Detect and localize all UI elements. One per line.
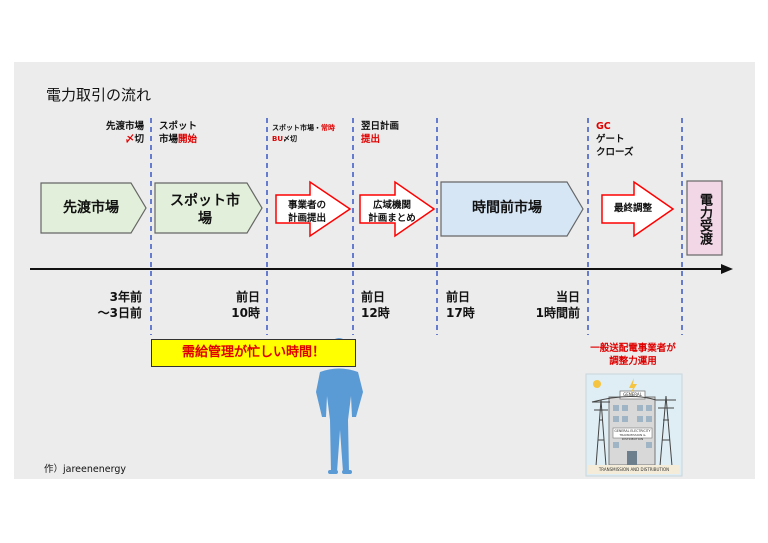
spot-start-label: スポット 市場開始 bbox=[159, 121, 198, 145]
final-adjust-arrow bbox=[601, 180, 675, 238]
tso-illustration bbox=[585, 373, 683, 477]
time-divider-lines bbox=[150, 118, 683, 335]
stage-intraday-market: 時間前市場 bbox=[472, 200, 542, 216]
delivery-box bbox=[686, 180, 723, 256]
page-title: 電力取引の流れ bbox=[46, 86, 152, 104]
building-facade-line1: GENERAL ELECTRICITY bbox=[614, 429, 651, 433]
tso-note: 一般送配電事業者が 調整力運用 bbox=[590, 343, 676, 367]
credit-text: 作）jareenenergy bbox=[44, 464, 126, 475]
illustration-caption: TRANSMISSION AND DISTRIBUTION bbox=[598, 467, 670, 472]
spot-close-label: スポット市場・常時 BU〆切 bbox=[272, 124, 335, 143]
gate-close-label: GC ゲート クローズ bbox=[596, 121, 634, 158]
stage-forward-market: 先渡市場 bbox=[63, 200, 119, 216]
stage-delivery: 電力受渡 bbox=[697, 193, 712, 245]
stage-operator-plan: 事業者の 計画提出 bbox=[287, 200, 326, 224]
intraday-market-shape bbox=[440, 181, 584, 237]
time-label-day-before-17: 前日 17時 bbox=[446, 290, 475, 320]
building-facade-line2: TRANSMISSION & DISTRIBUTION bbox=[619, 433, 646, 441]
stage-final-adjust: 最終調整 bbox=[613, 203, 652, 214]
forward-close-label: 先渡市場 〆切 bbox=[105, 121, 144, 145]
plan-submit-label: 翌日計画 提出 bbox=[361, 121, 400, 145]
occto-arrow bbox=[359, 180, 436, 238]
spot-market-shape bbox=[154, 182, 263, 234]
time-label-day-before-10: 前日 10時 bbox=[231, 290, 260, 320]
timeline-arrowhead bbox=[721, 264, 733, 274]
time-label-forward: 3年前 ～3日前 bbox=[97, 290, 142, 320]
time-label-one-hour-before: 当日 1時間前 bbox=[535, 290, 580, 320]
operator-plan-arrow bbox=[275, 180, 352, 238]
building-sign: GENERAL bbox=[623, 392, 642, 397]
stage-occto: 広域機関 計画まとめ bbox=[368, 200, 416, 224]
time-label-day-before-12: 前日 12時 bbox=[361, 290, 390, 320]
busy-time-banner: 需給管理が忙しい時間！ bbox=[151, 339, 356, 367]
forward-market-shape bbox=[40, 182, 147, 234]
stage-spot-market: スポット市 場 bbox=[170, 193, 240, 227]
